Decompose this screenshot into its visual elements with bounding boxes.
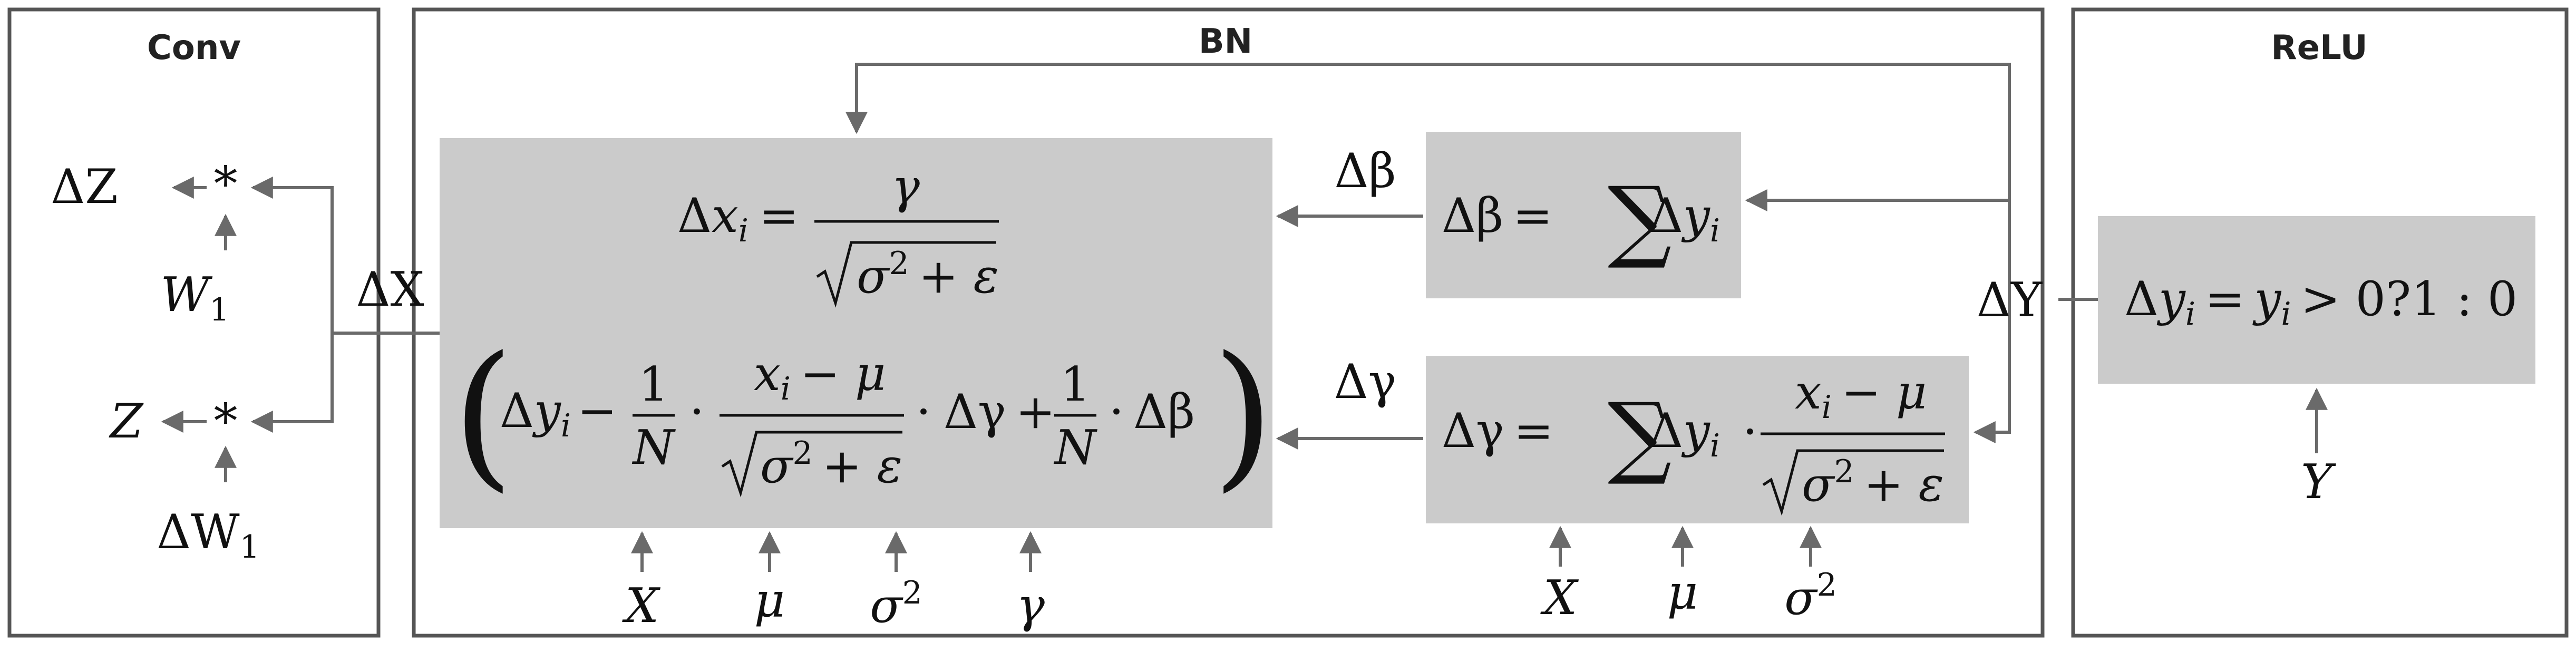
relu-formula-box [2098,216,2535,384]
dx-dot-1: · [689,384,705,440]
dgamma-frac-den: σ2+ ε [1802,453,1944,512]
arrow-label-dgamma: Δγ [1334,354,1397,410]
dbeta-sum: ∑ [1608,168,1671,272]
dx-dot-3: · [1109,384,1124,440]
input-sigma2-left: σ2 [870,575,922,634]
dx-term-dgamma: Δγ+ [944,384,1055,440]
conv-dw1-label: ΔW1 [157,504,260,566]
dgamma-term: Δyi [1649,403,1720,464]
arrow-dy-to-dgamma [1973,200,2011,443]
bn-arrows: Δβ Δγ ΔY [845,63,2098,450]
relu-formula: Δyi=yi> 0?1 : 0 [2124,271,2517,333]
dx-term-dy: Δyi− [500,383,617,444]
dx-formula: Δxi= γ σ2+ ε ( ) Δyi− 1 N · xi− μ σ2+ ε … [452,159,1274,507]
input-mu-right: μ [1667,565,1698,620]
bn-title: BN [1199,22,1252,61]
conv-content: ΔZ * W1 Z * ΔW1 ΔX [51,157,440,566]
dx-one-over-n2-den: N [1054,420,1098,475]
relu-y-label: Y [2301,454,2336,510]
conv-dz-label: ΔZ [51,159,118,215]
dgamma-frac-num: xi− μ [1795,365,1927,426]
bn-inputs-right: X μ σ2 [1540,526,1837,626]
dbeta-formula: Δβ= ∑ Δyi [1442,168,1720,272]
input-x-left: X [622,578,661,634]
dx-frac-num: γ [891,159,920,215]
arrow-label-dbeta: Δβ [1334,143,1396,199]
dgamma-formula: Δγ= ∑ Δyi · xi− μ σ2+ ε [1442,365,1945,516]
dx-one-over-n-num: 1 [638,357,668,412]
dx-frac2-den: σ2+ ε [760,435,902,494]
bn-dy-label: ΔY [1977,273,2043,328]
dx-frac2-num: xi− μ [754,346,886,407]
dx-dot-2: · [916,384,931,440]
dgamma-frac-sqrt [1762,449,1944,516]
input-x-right: X [1540,570,1579,626]
relu-content: Δyi=yi> 0?1 : 0 Y [2124,271,2517,510]
arrow-dx-to-top-star [250,177,334,333]
dx-formula-lhs: Δxi= [677,188,799,249]
conv-w1-label: W1 [161,267,230,328]
conv-title: Conv [147,28,241,67]
dbeta-formula-box [1426,132,1741,298]
dx-frac-den: σ2+ ε [857,245,999,304]
dgamma-lhs: Δγ= [1442,403,1553,459]
input-sigma2-right: σ2 [1784,567,1837,626]
conv-star-top: * [214,157,238,212]
dgamma-sum: ∑ [1608,384,1671,488]
conv-dx-label: ΔX [356,262,424,317]
relu-title: ReLU [2271,28,2367,67]
dx-one-over-n2-num: 1 [1060,357,1090,412]
dx-one-over-n-den: N [632,420,676,475]
arrow-dy-to-dx-box [845,63,2011,200]
bn-inputs-left: X μ σ2 γ [622,531,1045,634]
dx-frac-sqrt [816,241,996,308]
dx-frac2-sqrt [721,431,902,498]
dbeta-lhs: Δβ= [1442,188,1552,244]
input-gamma-left: γ [1016,578,1045,634]
conv-panel: Conv [7,7,381,638]
dx-formula-box [440,138,1272,528]
dx-term-dbeta: Δβ [1133,384,1195,440]
dx-close-paren: ) [1212,323,1274,507]
input-mu-left: μ [754,573,785,628]
dgamma-dot: · [1743,404,1758,460]
dgamma-formula-box [1426,356,1969,523]
arrow-dx-to-bottom-star [250,333,334,433]
dx-open-paren: ( [452,323,514,507]
conv-z-label: Z [109,394,144,449]
conv-star-bottom: * [214,394,238,449]
dbeta-term: Δyi [1649,188,1720,249]
